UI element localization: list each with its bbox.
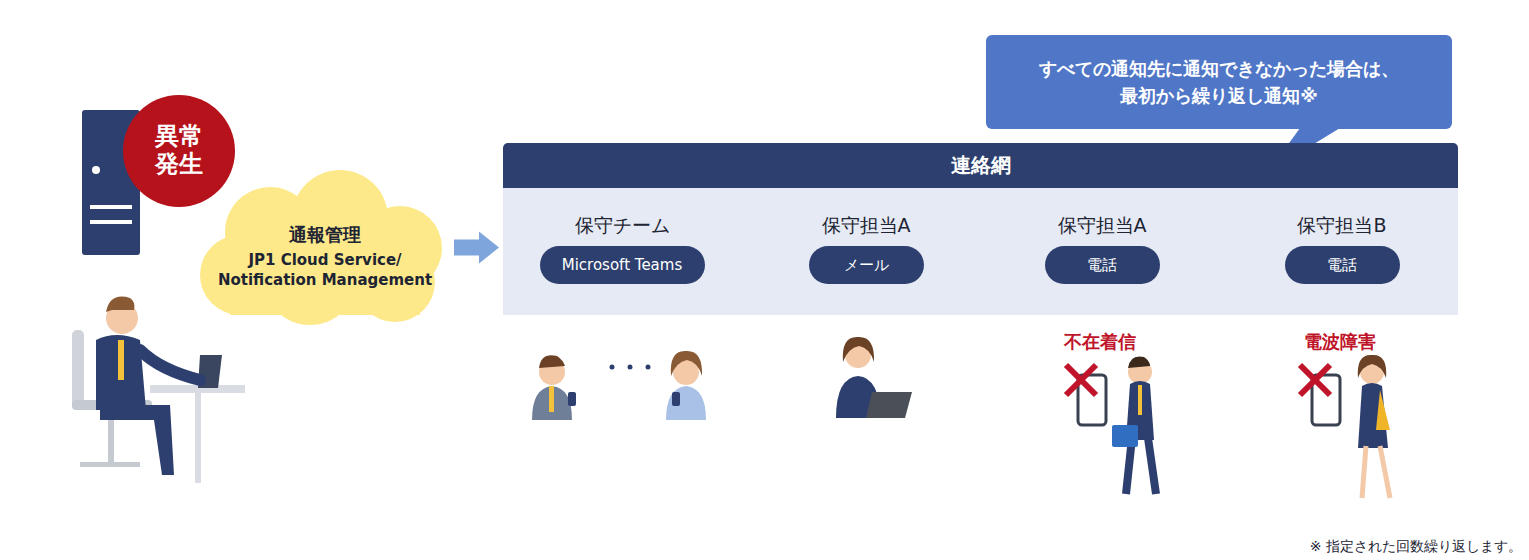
pill: 電話 <box>1285 246 1400 284</box>
band-title: 連絡網 <box>951 152 1011 179</box>
cloud-outline <box>200 170 450 325</box>
step-heading: 保守担当B <box>1297 213 1386 239</box>
pill: Microsoft Teams <box>540 246 705 284</box>
footnote: ※ 指定された回数繰り返します。 <box>1310 538 1522 556</box>
cloud-product: JP1 Cloud Service/ Notification Manageme… <box>215 251 435 290</box>
team-figures <box>532 351 706 420</box>
no-signal-figure <box>1300 355 1390 498</box>
contact-step: 保守担当A メール <box>809 213 924 284</box>
contact-network-band: 連絡網保守チームMicrosoft Teams保守担当Aメール保守担当A電話保守… <box>503 143 1458 315</box>
callout-box: すべての通知先に通知できなかった場合は、 最初から繰り返し通知※ <box>986 35 1452 129</box>
cloud-title: 通報管理 <box>289 223 361 247</box>
contact-step: 保守担当A 電話 <box>1045 213 1160 284</box>
band-header: 連絡網 <box>503 143 1458 188</box>
mail-figure <box>836 337 912 418</box>
contact-step: 保守担当B 電話 <box>1285 213 1400 284</box>
step-heading: 保守チーム <box>575 213 670 239</box>
contact-step: 保守チーム Microsoft Teams <box>540 213 705 284</box>
callout-text: すべての通知先に通知できなかった場合は、 最初から繰り返し通知※ <box>1009 55 1429 109</box>
alarm-circle: 異常 発生 <box>123 95 235 207</box>
pill: メール <box>809 246 924 284</box>
status-label: 不在着信 <box>1064 330 1136 354</box>
step-heading: 保守担当A <box>1058 213 1147 239</box>
pill: 電話 <box>1045 246 1160 284</box>
cloud-shape: 通報管理 JP1 Cloud Service/ Notification Mana… <box>200 170 450 325</box>
missed-call-figure <box>1066 356 1156 494</box>
alarm-text: 異常 発生 <box>151 123 206 178</box>
flow-arrow <box>454 232 499 264</box>
operator-figure <box>72 297 245 483</box>
step-heading: 保守担当A <box>822 213 911 239</box>
status-label: 電波障害 <box>1304 330 1376 354</box>
